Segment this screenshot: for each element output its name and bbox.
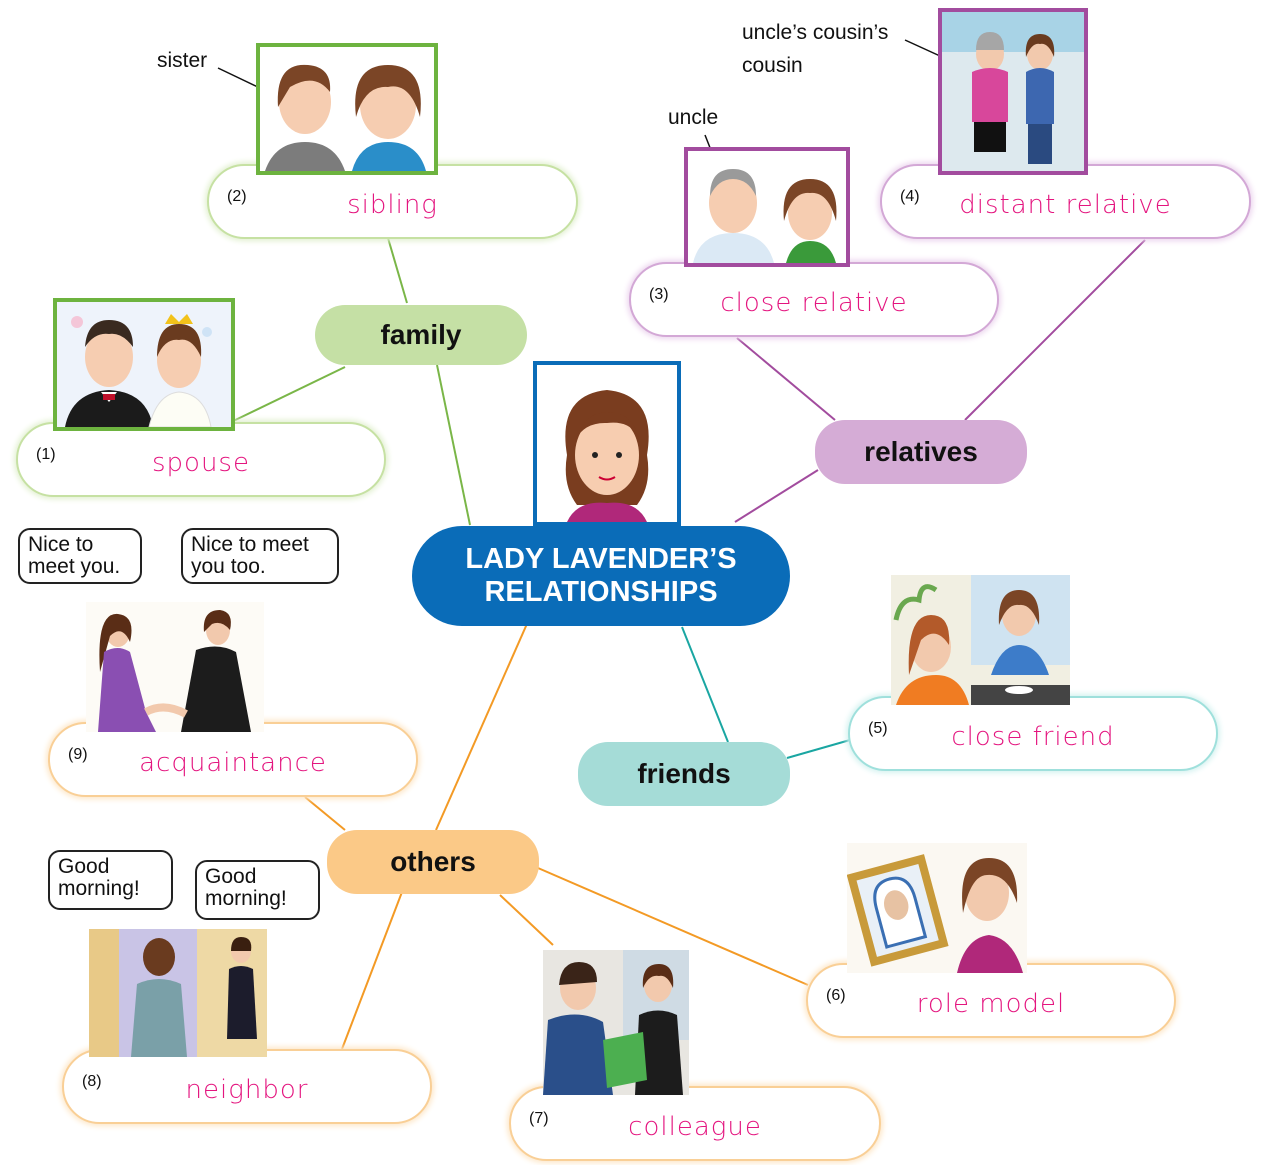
neighbor-number: (8) bbox=[82, 1073, 102, 1090]
hub-family: family bbox=[315, 305, 527, 365]
acquaintance-word: acquaintance bbox=[139, 748, 327, 778]
speech-bubble-nice-to-meet-too: Nice to meet you too. bbox=[181, 528, 339, 584]
line-relatives-distant bbox=[964, 239, 1146, 421]
distant-relative-word: distant relative bbox=[959, 190, 1172, 220]
bubble-line: Good bbox=[205, 865, 257, 888]
center-title-line2: RELATIONSHIPS bbox=[484, 576, 718, 608]
colleague-word: colleague bbox=[628, 1112, 762, 1142]
hub-friends: friends bbox=[578, 742, 790, 806]
sibling-word: sibling bbox=[347, 190, 438, 220]
spouse-node: (1) spouse bbox=[16, 422, 386, 497]
neighbor-photo bbox=[89, 929, 267, 1057]
sister-callout: sister bbox=[157, 49, 208, 72]
distant-relative-photo bbox=[938, 8, 1088, 175]
bubble-line: morning! bbox=[205, 887, 287, 910]
role-model-number: (6) bbox=[826, 987, 846, 1004]
colleague-number: (7) bbox=[529, 1110, 549, 1127]
line-friends-closefriend bbox=[786, 739, 851, 759]
lady-lavender-portrait bbox=[533, 361, 681, 526]
role-model-photo bbox=[847, 843, 1027, 973]
bubble-line: morning! bbox=[58, 877, 140, 900]
line-family-spouse bbox=[224, 366, 346, 426]
spouse-photo bbox=[53, 298, 235, 431]
bubble-line: you too. bbox=[191, 555, 266, 578]
uncle-callout: uncle bbox=[668, 106, 719, 129]
line-center-relatives bbox=[734, 469, 819, 523]
hub-relatives: relatives bbox=[815, 420, 1027, 484]
sibling-photo bbox=[256, 43, 438, 175]
line-relatives-close bbox=[736, 337, 836, 421]
line-center-family bbox=[436, 364, 471, 526]
close-friend-node: (5) close friend bbox=[848, 696, 1218, 771]
role-model-word: role model bbox=[916, 989, 1066, 1019]
close-relative-word: close relative bbox=[720, 288, 908, 318]
speech-bubble-nice-to-meet: Nice to meet you. bbox=[18, 528, 142, 584]
close-friend-photo bbox=[891, 575, 1070, 705]
close-relative-number: (3) bbox=[649, 286, 669, 303]
bubble-line: Nice to bbox=[28, 533, 94, 556]
line-center-others bbox=[435, 616, 531, 831]
colleague-photo bbox=[543, 950, 689, 1095]
acquaintance-node: (9) acquaintance bbox=[48, 722, 418, 797]
role-model-node: (6) role model bbox=[806, 963, 1176, 1038]
center-title-line1: LADY LAVENDER’S bbox=[465, 543, 737, 575]
cousin-callout: uncle’s cousin’s cousin bbox=[742, 16, 888, 82]
bubble-line: meet you. bbox=[28, 555, 121, 578]
speech-bubble-good-morning-1: Good morning! bbox=[48, 850, 173, 910]
line-others-acquaintance bbox=[304, 796, 346, 831]
distant-relative-number: (4) bbox=[900, 188, 920, 205]
close-relative-photo bbox=[684, 147, 850, 267]
line-others-neighbor bbox=[341, 891, 403, 1050]
close-relative-node: (3) close relative bbox=[629, 262, 999, 337]
hub-others: others bbox=[327, 830, 539, 894]
bubble-line: Nice to meet bbox=[191, 533, 309, 556]
spouse-word: spouse bbox=[152, 448, 250, 478]
speech-bubble-good-morning-2: Good morning! bbox=[195, 860, 320, 920]
cousin-callout-line1: uncle’s cousin’s bbox=[742, 21, 889, 44]
spouse-number: (1) bbox=[36, 446, 56, 463]
neighbor-node: (8) neighbor bbox=[62, 1049, 432, 1124]
sibling-node: (2) sibling bbox=[207, 164, 578, 239]
close-friend-number: (5) bbox=[868, 720, 888, 737]
neighbor-word: neighbor bbox=[185, 1075, 309, 1105]
bubble-line: Good bbox=[58, 855, 110, 878]
acquaintance-photo bbox=[86, 602, 264, 732]
cousin-callout-line2: cousin bbox=[742, 54, 803, 77]
line-center-friends bbox=[681, 626, 729, 743]
distant-relative-node: (4) distant relative bbox=[880, 164, 1251, 239]
colleague-node: (7) colleague bbox=[509, 1086, 881, 1161]
close-friend-word: close friend bbox=[951, 722, 1115, 752]
line-others-colleague bbox=[499, 894, 554, 946]
line-others-rolemodel bbox=[537, 867, 809, 986]
center-title: LADY LAVENDER’S RELATIONSHIPS bbox=[412, 526, 790, 626]
acquaintance-number: (9) bbox=[68, 746, 88, 763]
sibling-number: (2) bbox=[227, 188, 247, 205]
line-family-sibling bbox=[387, 237, 408, 304]
